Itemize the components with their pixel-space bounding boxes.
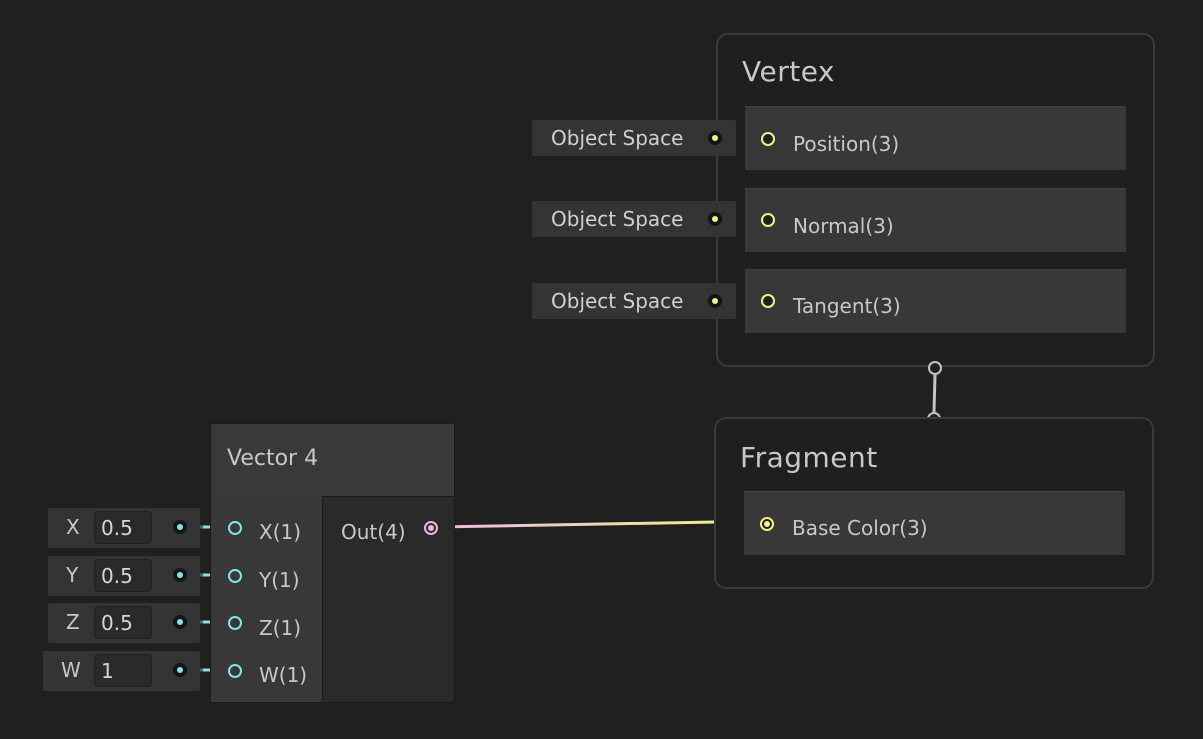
wire-out-basecolor [436, 520, 717, 529]
y-value-field[interactable]: Y [48, 556, 200, 596]
object-space-port[interactable] [708, 131, 722, 145]
w-input-port[interactable] [228, 664, 242, 678]
out-output-label: Out(4) [341, 520, 406, 544]
z-field-port[interactable] [173, 615, 187, 629]
x-value-field[interactable]: X [48, 508, 200, 548]
x-field-letter: X [66, 515, 80, 539]
y-field-letter: Y [66, 563, 79, 587]
vertex-block-normal[interactable]: Normal(3) [745, 188, 1126, 252]
vertex-block-tangent[interactable]: Tangent(3) [745, 269, 1126, 333]
flow-link [932, 374, 937, 413]
x-value-input[interactable] [94, 511, 152, 544]
normal-label: Normal(3) [793, 214, 894, 238]
w-value-field[interactable]: W [43, 651, 200, 691]
vertex-title: Vertex [742, 55, 836, 88]
x-input-label: X(1) [259, 520, 302, 544]
object-space-port[interactable] [708, 294, 722, 308]
y-field-port[interactable] [173, 568, 187, 582]
z-input-label: Z(1) [259, 616, 302, 640]
normal-port[interactable] [761, 213, 775, 227]
fragment-block-base-color[interactable]: Base Color(3) [744, 491, 1125, 555]
tangent-label: Tangent(3) [793, 294, 901, 318]
y-input-port[interactable] [228, 569, 242, 583]
object-space-port[interactable] [708, 212, 722, 226]
out-output-port[interactable] [424, 521, 438, 535]
base-color-port[interactable] [760, 517, 774, 531]
w-input-label: W(1) [259, 663, 308, 687]
base-color-label: Base Color(3) [792, 516, 928, 540]
object-space-tangent[interactable]: Object Space [532, 283, 736, 319]
vertex-block-position[interactable]: Position(3) [745, 106, 1126, 170]
w-field-letter: W [61, 658, 81, 682]
z-value-input[interactable] [94, 606, 152, 639]
vector4-header[interactable]: Vector 4 [211, 424, 454, 497]
y-value-input[interactable] [94, 559, 152, 592]
z-value-field[interactable]: Z [48, 603, 200, 643]
tangent-port[interactable] [761, 294, 775, 308]
w-field-port[interactable] [173, 663, 187, 677]
vector4-node[interactable]: Vector 4 X(1) Y(1) Z(1) W(1) Out(4) [210, 423, 455, 703]
position-port[interactable] [761, 132, 775, 146]
w-value-input[interactable] [94, 654, 152, 687]
object-space-position[interactable]: Object Space [532, 120, 736, 156]
z-field-letter: Z [66, 610, 80, 634]
object-space-label: Object Space [551, 126, 684, 150]
fragment-title: Fragment [740, 441, 878, 474]
vector4-inputs: X(1) Y(1) Z(1) W(1) [211, 496, 323, 702]
z-input-port[interactable] [228, 616, 242, 630]
object-space-label: Object Space [551, 289, 684, 313]
x-field-port[interactable] [173, 520, 187, 534]
y-input-label: Y(1) [259, 568, 300, 592]
object-space-label: Object Space [551, 207, 684, 231]
position-label: Position(3) [793, 132, 900, 156]
vector4-title: Vector 4 [227, 446, 319, 471]
object-space-normal[interactable]: Object Space [532, 201, 736, 237]
x-input-port[interactable] [228, 521, 242, 535]
vertex-flow-out-port[interactable] [928, 361, 942, 375]
